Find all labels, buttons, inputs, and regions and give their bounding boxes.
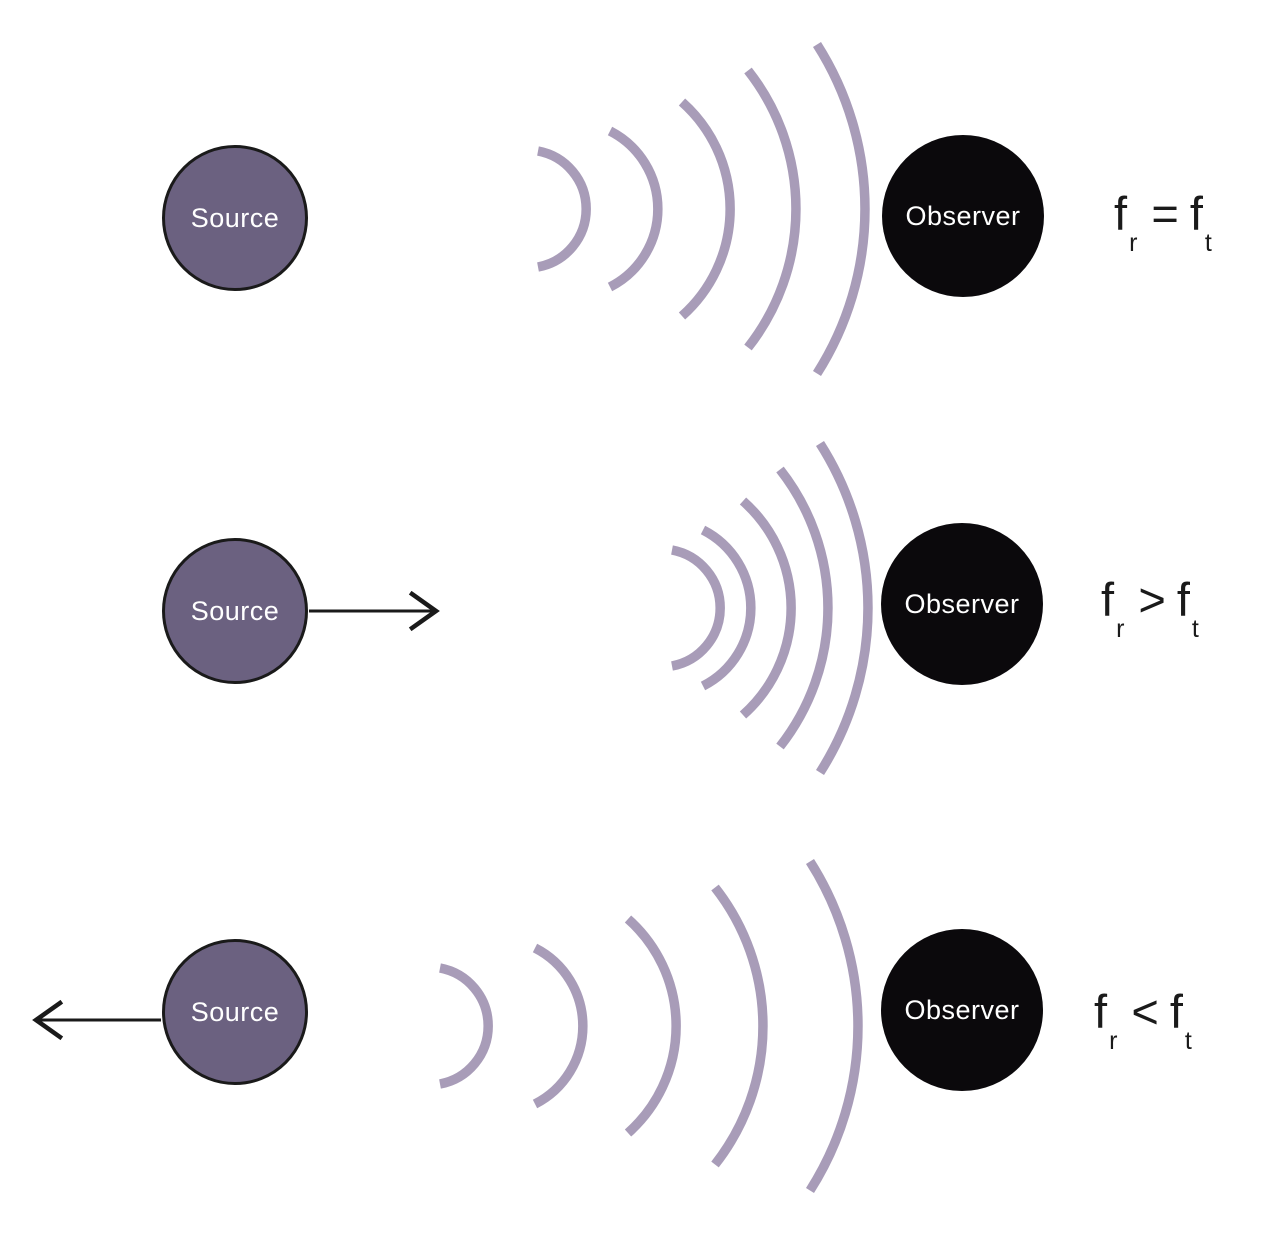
wavefront-arc [439,963,493,1089]
formula-lhs-subscript: r [1116,615,1125,643]
formula-lhs: f [1101,573,1115,626]
formula-lhs-subscript: r [1109,1027,1118,1055]
source-label: Source [190,996,280,1027]
formula-rhs: f [1189,187,1203,240]
wavefront-arc [711,884,768,1168]
motion-arrow-right-icon [309,590,440,632]
wavefront-arc [815,440,873,776]
formula-row2: fr>ft [1101,573,1202,642]
formula-rhs-subscript: t [1184,1027,1192,1055]
source-circle-row3: Source [162,939,308,1085]
formula-operator: = [1151,187,1179,240]
wavefront-arc [776,466,833,750]
wavefront-arc [537,146,591,272]
wavefront-group-stretched [439,858,863,1194]
wavefront-arc [739,497,796,719]
formula-rhs-subscript: t [1204,229,1212,257]
observer-label: Observer [904,588,1020,619]
observer-label: Observer [904,994,1020,1025]
source-circle-row1: Source [162,145,308,291]
formula-operator: < [1131,985,1159,1038]
formula-rhs-subscript: t [1191,615,1199,643]
observer-circle-row1: Observer [882,135,1044,297]
observer-label: Observer [905,200,1021,231]
formula-lhs: f [1114,187,1128,240]
wavefront-arc [532,943,588,1109]
motion-arrow-left-icon [32,999,161,1041]
wavefront-arc [805,858,863,1194]
source-circle-row2: Source [162,538,308,684]
formula-lhs: f [1094,985,1108,1038]
source-label: Source [190,595,280,626]
wavefront-group-compressed [671,440,873,776]
formula-rhs: f [1169,985,1183,1038]
formula-row3: fr<ft [1094,985,1195,1054]
wavefront-arc [607,126,663,292]
observer-circle-row3: Observer [881,929,1043,1091]
wavefront-arc [678,98,735,320]
wavefront-arc [671,545,725,671]
wavefront-arc [700,525,756,691]
formula-lhs-subscript: r [1129,229,1138,257]
wavefront-arc [744,67,801,351]
wavefront-arc [812,41,870,377]
wavefront-group-stationary [537,41,870,377]
wavefront-arc [624,915,681,1137]
formula-rhs: f [1176,573,1190,626]
formula-row1: fr=ft [1114,187,1215,256]
source-label: Source [190,202,280,233]
formula-operator: > [1138,573,1166,626]
observer-circle-row2: Observer [881,523,1043,685]
